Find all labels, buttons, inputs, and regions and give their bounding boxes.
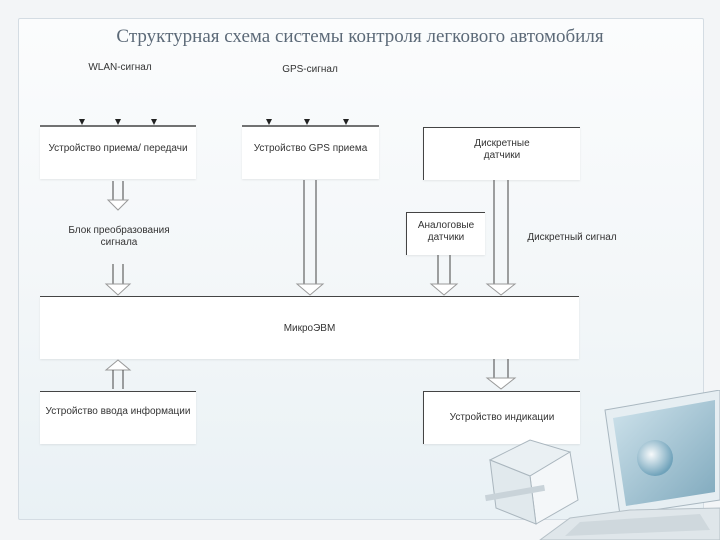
analog-sensors-block-label: Аналоговые датчики	[417, 220, 475, 243]
input-device-block-label: Устройство ввода информации	[45, 406, 191, 417]
receiver-block-label: Устройство приема/ передачи	[48, 143, 188, 154]
converter-to-micro-arrow	[104, 264, 132, 296]
receiver-block: Устройство приема/ передачи	[40, 127, 196, 179]
wlan-input-arrows	[79, 119, 157, 125]
indication-device-block: Устройство индикации	[423, 391, 580, 444]
micro-to-indication-arrow	[485, 359, 517, 390]
input-device-block: Устройство ввода информации	[40, 391, 196, 444]
laptop-illustration	[484, 390, 720, 540]
indication-device-block-label: Устройство индикации	[449, 412, 555, 423]
gps-receiver-block-label: Устройство GPS приема	[253, 143, 368, 154]
slide-title: Структурная схема системы контроля легко…	[116, 26, 604, 47]
discrete-sensors-block-label: Дискретные датчики	[474, 138, 530, 161]
gps-to-micro-arrow	[295, 180, 325, 296]
micro-computer-block-label: МикроЭВМ	[283, 323, 336, 334]
discrete-to-micro-arrow	[485, 180, 517, 296]
micro-computer-block: МикроЭВМ	[40, 296, 579, 359]
gps-receiver-block: Устройство GPS приема	[242, 127, 379, 179]
discrete-signal-label: Дискретный сигнал	[527, 232, 617, 243]
analog-to-micro-arrow	[429, 255, 459, 296]
wlan-signal-label: WLAN-сигнал	[88, 62, 152, 73]
gps-signal-label: GPS-сигнал	[282, 64, 338, 75]
gps-input-arrows	[266, 119, 349, 125]
input-to-micro-arrow	[104, 359, 132, 389]
converter-block-label: Блок преобразования сигнала	[68, 225, 170, 248]
discrete-sensors-block: Дискретные датчики	[423, 127, 580, 180]
analog-sensors-block: Аналоговые датчики	[406, 212, 485, 255]
receiver-to-converter-arrow	[106, 181, 130, 211]
